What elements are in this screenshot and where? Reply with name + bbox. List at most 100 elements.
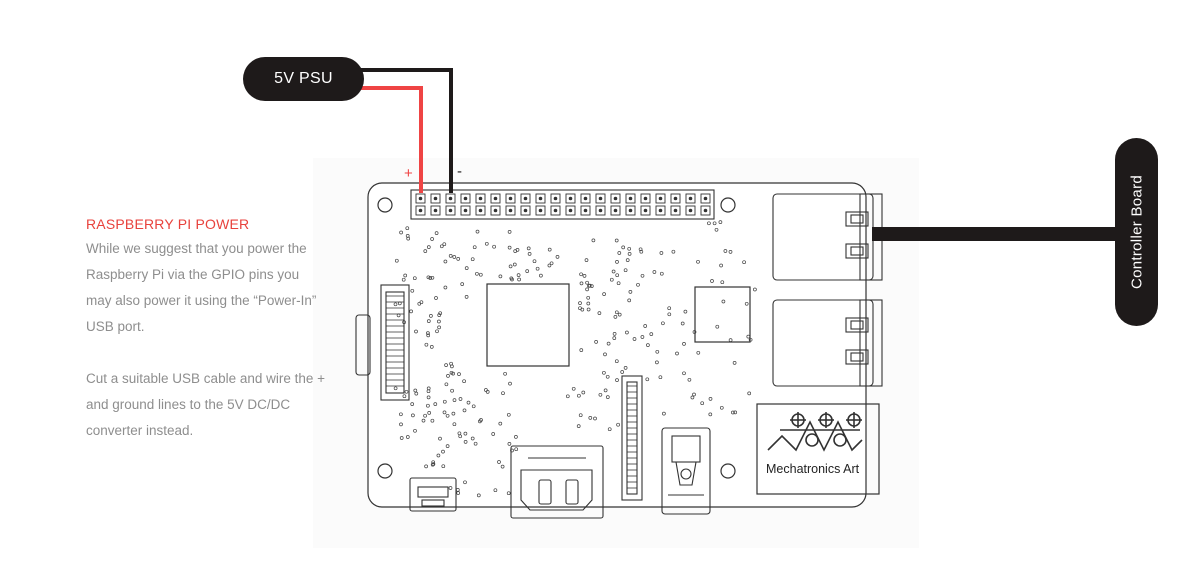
gpio-pin xyxy=(595,193,606,204)
smd-component xyxy=(708,397,713,401)
smd-component xyxy=(473,441,478,446)
smd-component xyxy=(399,412,403,417)
ground-wire xyxy=(360,68,453,193)
smd-component xyxy=(720,280,725,285)
smd-component xyxy=(614,359,619,364)
gpio-pin xyxy=(610,205,621,216)
gpio-pin-hole xyxy=(688,196,693,201)
smd-component xyxy=(442,410,447,415)
gpio-pin xyxy=(610,193,621,204)
gpio-pin-hole xyxy=(478,196,483,201)
psu-label: 5V PSU xyxy=(274,70,333,87)
gpio-pin xyxy=(670,193,681,204)
smd-component xyxy=(443,285,448,290)
gpio-pin-hole xyxy=(538,208,543,213)
gpio-pin-hole xyxy=(418,196,423,201)
smd-component xyxy=(692,392,696,397)
smd-component xyxy=(427,411,432,415)
smd-component xyxy=(588,416,593,420)
smd-component xyxy=(655,349,660,354)
smd-component xyxy=(615,378,619,382)
smd-component xyxy=(514,435,518,439)
smd-component xyxy=(586,301,591,306)
smd-component xyxy=(692,330,697,334)
smd-component xyxy=(456,257,461,261)
gpio-pin-hole xyxy=(628,196,633,201)
smd-component xyxy=(612,336,617,340)
smd-component xyxy=(451,371,455,376)
smd-component xyxy=(443,259,448,264)
smd-component xyxy=(506,491,511,496)
smd-component xyxy=(510,277,514,282)
controller-board-badge: Controller Board xyxy=(1115,138,1158,326)
smd-component xyxy=(457,372,461,376)
gpio-pin xyxy=(490,193,501,204)
smd-component xyxy=(527,252,532,256)
smd-component xyxy=(731,410,735,415)
smd-component xyxy=(555,255,560,259)
gpio-pin xyxy=(475,193,486,204)
gpio-pin xyxy=(520,193,531,204)
gpio-pin xyxy=(685,193,696,204)
smd-component xyxy=(640,335,645,339)
smd-component xyxy=(616,281,621,286)
power-info-paragraph-2: Cut a suitable USB cable and wire the + … xyxy=(86,371,326,438)
gpio-pin-hole xyxy=(538,196,543,201)
smd-component xyxy=(535,266,540,271)
smd-component xyxy=(417,301,422,306)
smd-component xyxy=(433,402,438,406)
audio-jack xyxy=(661,427,711,515)
gpio-pin-hole xyxy=(463,208,468,213)
smd-component xyxy=(687,377,692,382)
smd-component xyxy=(547,247,552,252)
smd-component xyxy=(471,404,476,409)
smd-component xyxy=(603,352,607,357)
smd-component xyxy=(586,295,591,300)
smd-component xyxy=(435,329,439,334)
smd-component xyxy=(732,361,737,365)
smd-component xyxy=(498,421,503,426)
smd-component xyxy=(728,338,733,342)
smd-component xyxy=(463,480,467,485)
positive-pin-label: + xyxy=(404,165,413,182)
gpio-pin-hole xyxy=(673,208,678,213)
smd-component xyxy=(617,312,622,317)
smd-component xyxy=(586,307,591,312)
smd-component xyxy=(476,493,481,498)
smd-component xyxy=(470,436,475,441)
gpio-pin-hole xyxy=(658,196,663,201)
smd-component xyxy=(517,277,521,282)
smd-component xyxy=(513,249,518,253)
smd-component xyxy=(582,274,587,278)
smd-component xyxy=(680,321,685,326)
logo-text: Mechatronics Art xyxy=(766,462,860,476)
gpio-pin xyxy=(670,205,681,216)
smd-component xyxy=(402,394,407,399)
smd-component xyxy=(576,424,581,428)
smd-component xyxy=(479,418,483,422)
gpio-pin-hole xyxy=(523,208,528,213)
smd-component xyxy=(652,270,657,274)
gpio-pin xyxy=(700,205,711,216)
smd-component xyxy=(478,272,483,277)
smd-component xyxy=(429,345,434,349)
gpio-pin-hole xyxy=(658,208,663,213)
smd-component xyxy=(683,309,688,314)
smd-component xyxy=(659,271,664,276)
smd-component xyxy=(442,399,447,404)
smd-component xyxy=(393,386,398,391)
gpio-pin-hole xyxy=(703,208,708,213)
smd-component xyxy=(426,403,430,408)
smd-component xyxy=(475,271,479,276)
smd-component xyxy=(710,279,714,283)
smd-component xyxy=(446,374,450,378)
smd-component xyxy=(507,230,512,234)
smd-component xyxy=(441,449,445,454)
gpio-pin-hole xyxy=(568,196,573,201)
smd-component xyxy=(719,405,724,410)
smd-component xyxy=(607,427,612,432)
smd-component xyxy=(445,444,450,448)
gpio-pin-hole xyxy=(688,208,693,213)
smd-component xyxy=(452,255,457,259)
gpio-pin-hole xyxy=(628,208,633,213)
